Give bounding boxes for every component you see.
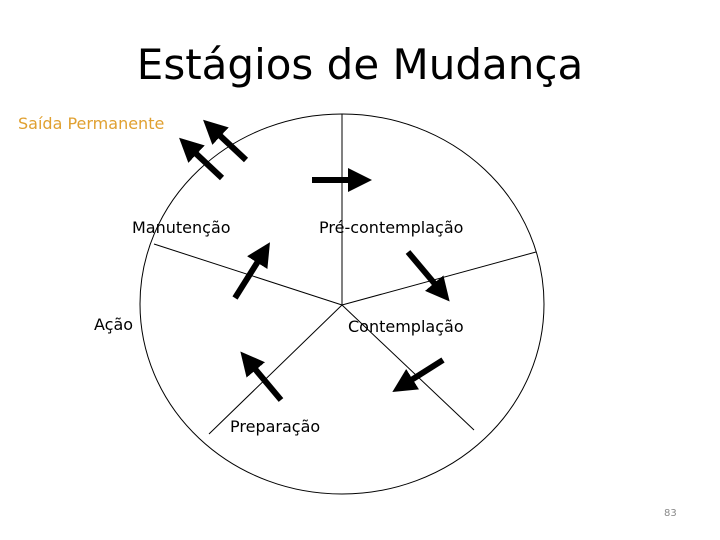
arrow-to-action bbox=[240, 351, 284, 402]
exit-arrow-1 bbox=[179, 137, 225, 181]
stage-label-preparation: Preparação bbox=[230, 417, 321, 436]
stage-label-maintenance: Manutenção bbox=[132, 218, 231, 237]
stage-label-contemplation: Contemplação bbox=[348, 317, 464, 336]
page-number: 83 bbox=[664, 508, 677, 519]
arrow-to-maintenance bbox=[232, 242, 270, 300]
exit-label: Saída Permanente bbox=[18, 114, 165, 133]
arrow-to-contemplation bbox=[405, 250, 450, 302]
stage-label-action: Ação bbox=[94, 315, 134, 334]
arrow-to-preparation bbox=[392, 357, 445, 393]
exit-arrow-2 bbox=[203, 119, 249, 163]
sector-dividers bbox=[153, 114, 537, 435]
slide-title: Estágios de Mudança bbox=[136, 40, 584, 89]
stage-label-precontemplation: Pré-contemplação bbox=[319, 218, 464, 237]
